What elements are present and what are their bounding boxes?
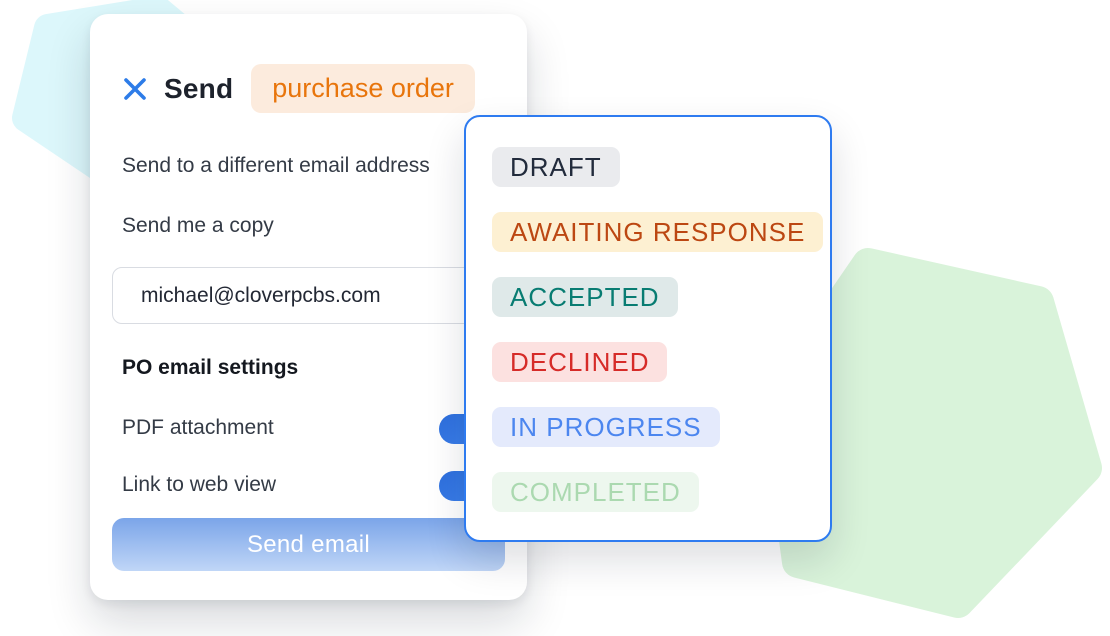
po-email-settings-heading: PO email settings <box>122 356 299 379</box>
status-badge-accepted: ACCEPTED <box>492 277 678 317</box>
status-badge-in-progress: IN PROGRESS <box>492 407 720 447</box>
status-badge-draft: DRAFT <box>492 147 620 187</box>
email-input[interactable] <box>112 267 505 324</box>
status-badges-panel: DRAFT AWAITING RESPONSE ACCEPTED DECLINE… <box>464 115 832 542</box>
close-icon[interactable] <box>122 76 148 102</box>
send-purchase-order-modal: Send purchase order Send to a different … <box>90 14 527 600</box>
option-send-different-address[interactable]: Send to a different email address <box>122 154 430 177</box>
link-web-view-label: Link to web view <box>122 473 277 496</box>
modal-header: Send purchase order <box>122 64 475 113</box>
send-email-button[interactable]: Send email <box>112 518 505 571</box>
status-badge-declined: DECLINED <box>492 342 668 382</box>
status-badge-awaiting-response: AWAITING RESPONSE <box>492 212 824 252</box>
option-send-me-copy[interactable]: Send me a copy <box>122 214 274 237</box>
modal-title: Send <box>164 72 234 104</box>
status-badge-completed: COMPLETED <box>492 472 699 512</box>
document-type-badge: purchase order <box>251 64 475 113</box>
pdf-attachment-label: PDF attachment <box>122 416 274 439</box>
